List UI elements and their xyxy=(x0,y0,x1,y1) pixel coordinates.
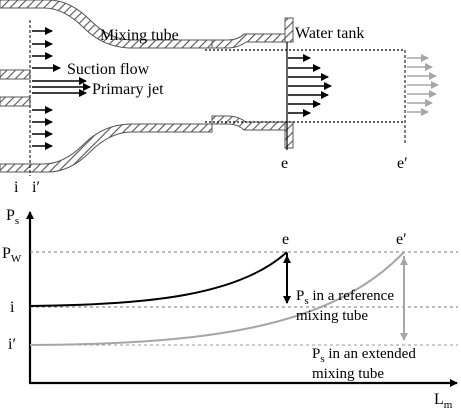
mixing-tube-label: Mixing tube xyxy=(100,27,179,44)
tick-i-label: i xyxy=(10,299,15,316)
tick-i-prime-label: i′ xyxy=(8,336,16,353)
water-tank-label: Water tank xyxy=(295,25,364,42)
pressure-graph: Ps Lm PW i i′ e e′ Ps in a reference mix… xyxy=(2,207,458,411)
x-axis-label: Lm xyxy=(434,391,453,411)
station-i-label: i xyxy=(14,179,19,196)
primary-jet-label: Primary jet xyxy=(92,81,164,98)
extended-exit-velocity-profile xyxy=(407,54,439,116)
station-i-prime-label: i′ xyxy=(32,179,40,196)
suction-arrows-upper xyxy=(32,27,61,72)
reference-annotation-line1: Ps in a reference xyxy=(296,288,394,307)
tank-flange-upper xyxy=(284,17,294,43)
suction-arrows-lower xyxy=(32,106,53,150)
suction-flow-label: Suction flow xyxy=(67,61,150,78)
exit-velocity-profile xyxy=(288,54,332,117)
reference-pressure-curve xyxy=(29,251,288,307)
y-axis-label: Ps xyxy=(6,207,19,227)
ejector-schematic: Mixing tube Water tank Suction flow Prim… xyxy=(0,0,439,196)
reference-annotation-line2: mixing tube xyxy=(296,308,368,324)
lower-wall xyxy=(0,123,213,173)
extended-annotation-line1: Ps in an extended xyxy=(312,346,416,365)
primary-jet-arrows xyxy=(32,77,91,97)
tank-flange-lower xyxy=(284,121,294,149)
primary-nozzle-upper xyxy=(0,69,31,80)
station-e-label: e xyxy=(281,155,288,172)
extended-annotation-line2: mixing tube xyxy=(312,366,384,382)
extended-pressure-curve xyxy=(29,251,405,346)
point-e-label: e xyxy=(282,231,289,248)
upper-extension-wall xyxy=(211,33,286,49)
lower-extension-wall xyxy=(211,115,286,131)
primary-nozzle-lower xyxy=(0,96,31,107)
tick-pw-label: PW xyxy=(2,245,22,265)
point-e-prime-label: e′ xyxy=(396,231,407,248)
station-e-prime-label: e′ xyxy=(397,155,408,172)
